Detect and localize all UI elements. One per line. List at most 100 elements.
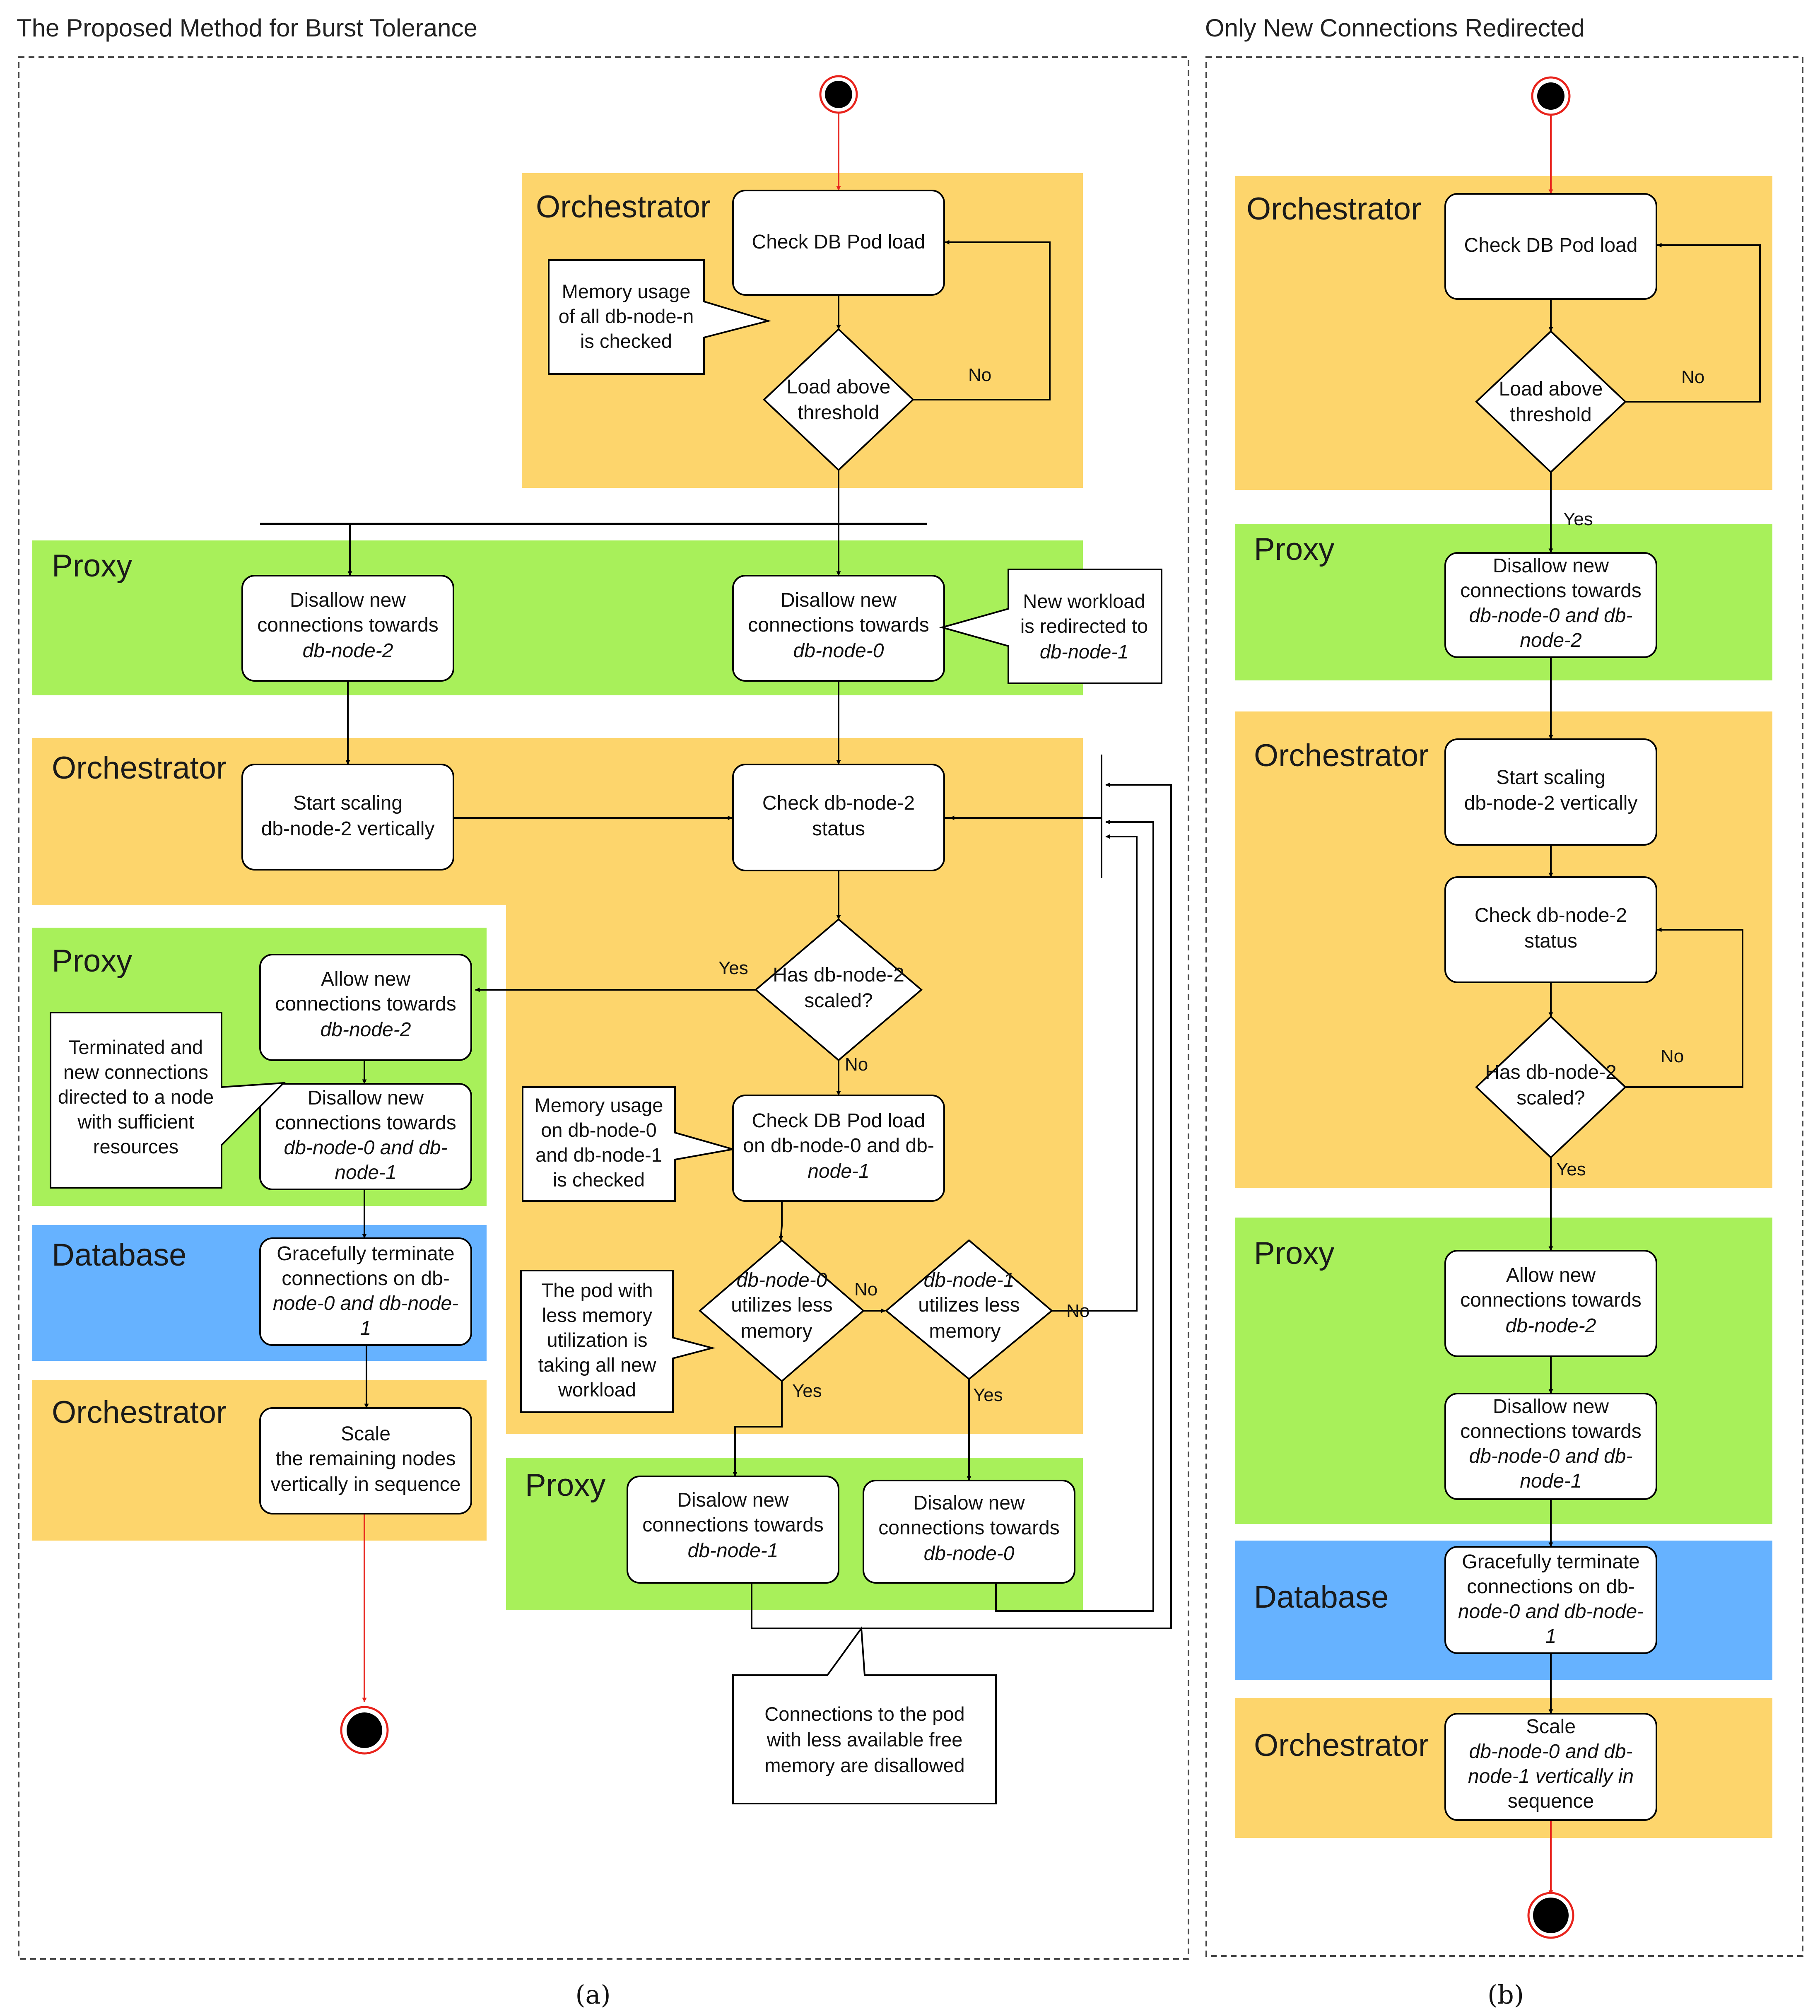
node-text: db-node-0 and db-: [1469, 1445, 1633, 1467]
node-text: 1: [360, 1317, 371, 1339]
node-text: Has db-node-2: [1485, 1061, 1617, 1083]
edge-label-no: No: [968, 365, 991, 385]
node-text: node-1: [1520, 1470, 1581, 1492]
node-text: db-node-1: [688, 1540, 779, 1562]
lane-label: Database: [1254, 1580, 1389, 1615]
lane-label: Database: [52, 1237, 186, 1273]
node-text: db-node-0: [793, 640, 884, 662]
node-text: 1: [1545, 1625, 1557, 1647]
note-text: and db-node-1: [535, 1144, 662, 1166]
note-text: resources: [93, 1136, 178, 1158]
node-text: Load above: [787, 376, 891, 398]
action-scale-remaining-nodes: [259, 1407, 472, 1514]
lane-label: Orchestrator: [52, 1395, 227, 1430]
action-start-scaling: [1444, 738, 1657, 846]
action-disalow-db-node-0: [863, 1480, 1075, 1584]
node-text: connections towards: [1460, 1420, 1642, 1442]
node-text: connections towards: [878, 1517, 1060, 1539]
node-text: scaled?: [804, 990, 873, 1012]
node-text: Start scaling: [293, 792, 403, 814]
action-gracefully-terminate: [1444, 1546, 1657, 1654]
note-text: Memory usage: [535, 1094, 663, 1116]
flow-arrow-no-loop: [913, 240, 1051, 400]
note-text: taking all new: [538, 1354, 657, 1376]
flow-arrow-no-loop: [1625, 243, 1761, 403]
node-text: connections towards: [1460, 580, 1642, 602]
node-text: db-node-1: [924, 1269, 1015, 1291]
flow-arrow-yes: [733, 1381, 783, 1477]
node-text: threshold: [1510, 404, 1591, 426]
action-check-db-pod-load: [1444, 193, 1657, 300]
action-allow-db-node-2: [259, 954, 472, 1061]
node-text: db-node-2 vertically: [1464, 792, 1638, 814]
flow-arrow-loop: [751, 782, 1172, 1629]
end-node-dot: [347, 1712, 382, 1748]
start-node-dot: [1537, 82, 1564, 110]
action-check-db-node-2-status: [1444, 876, 1657, 983]
note-text: is redirected to: [1020, 615, 1148, 637]
note-text: directed to a node: [58, 1086, 214, 1108]
action-disallow-db-node-0-and-2: [1444, 552, 1657, 658]
note-text: New workload: [1023, 590, 1145, 612]
node-text: Start scaling: [1496, 767, 1605, 789]
note-text: is checked: [553, 1169, 645, 1191]
node-text: Check DB Pod load: [1464, 234, 1638, 256]
decision-db-node-0-less-memory: [698, 1239, 865, 1382]
node-text: db-node-0 and db-: [1469, 1741, 1633, 1763]
node-text: utilizes less: [731, 1294, 832, 1316]
node-text: db-node-2: [321, 1019, 411, 1041]
note-pod-less-memory: [520, 1270, 716, 1413]
node-text: Disallow new: [1493, 1396, 1609, 1418]
action-scale-nodes-vertically: [1444, 1713, 1657, 1821]
node-text: sequence: [1508, 1790, 1594, 1812]
edge-label-no: No: [845, 1054, 868, 1075]
node-text: Allow new: [1506, 1264, 1596, 1286]
flow-arrow: [346, 523, 352, 576]
node-text: node-2: [1520, 629, 1581, 651]
note-text: The pod with: [541, 1279, 653, 1301]
node-text: db-node-2: [1506, 1315, 1596, 1337]
node-text: Disallow new: [308, 1087, 424, 1109]
node-text: db-node-0 and db-: [1469, 605, 1633, 627]
action-disallow-db-node-0-and-1: [259, 1083, 472, 1190]
node-text: db-node-2: [303, 640, 393, 662]
lane-label: Orchestrator: [1254, 1728, 1429, 1763]
node-text: connections towards: [1460, 1289, 1642, 1311]
note-text: Connections to the pod: [764, 1703, 964, 1725]
node-text: Check DB Pod load: [752, 231, 926, 253]
end-node-dot: [1533, 1898, 1569, 1933]
lane-label: Orchestrator: [536, 189, 711, 224]
panel-a-sublabel: (a): [575, 1980, 610, 2010]
node-text: the remaining nodes: [276, 1448, 456, 1470]
panel-b-title: Only New Connections Redirected: [1205, 14, 1585, 42]
node-text: node-0 and db-node-: [1458, 1601, 1644, 1623]
lane-label: Proxy: [1254, 1236, 1334, 1271]
lane-label: Orchestrator: [52, 750, 227, 786]
action-check-db-pod-load-nodes-0-1: [732, 1095, 945, 1202]
node-text: status: [1524, 930, 1577, 952]
lane-label: Proxy: [52, 548, 132, 584]
note-memory-usage: [548, 259, 771, 375]
action-disallow-db-node-0-and-1: [1444, 1393, 1657, 1500]
node-text: Disallow new: [781, 589, 897, 611]
panel-b-frame: [1205, 56, 1803, 1957]
node-text: connections towards: [642, 1514, 824, 1536]
node-text: Disallow new: [1493, 555, 1609, 577]
node-text: Gracefully terminate: [277, 1243, 455, 1265]
flow-arrow: [779, 1201, 783, 1241]
node-text: Scale: [341, 1423, 391, 1445]
node-text: connections towards: [275, 993, 456, 1015]
node-text: Disalow new: [677, 1489, 789, 1511]
panel-b-sublabel: (b): [1487, 1980, 1524, 2010]
node-text: vertically in sequence: [271, 1473, 461, 1495]
note-new-workload: [939, 569, 1162, 684]
node-text: Disallow new: [290, 589, 406, 611]
action-check-db-node-2-status: [732, 764, 945, 871]
decision-has-scaled: [1475, 1015, 1627, 1159]
node-text: Check db-node-2: [762, 792, 915, 814]
action-gracefully-terminate: [259, 1237, 472, 1346]
node-text: connections on db-: [1467, 1576, 1635, 1598]
node-text: connections on db-: [282, 1268, 450, 1290]
node-text: Disalow new: [913, 1492, 1025, 1514]
action-check-db-pod-load: [732, 190, 945, 296]
